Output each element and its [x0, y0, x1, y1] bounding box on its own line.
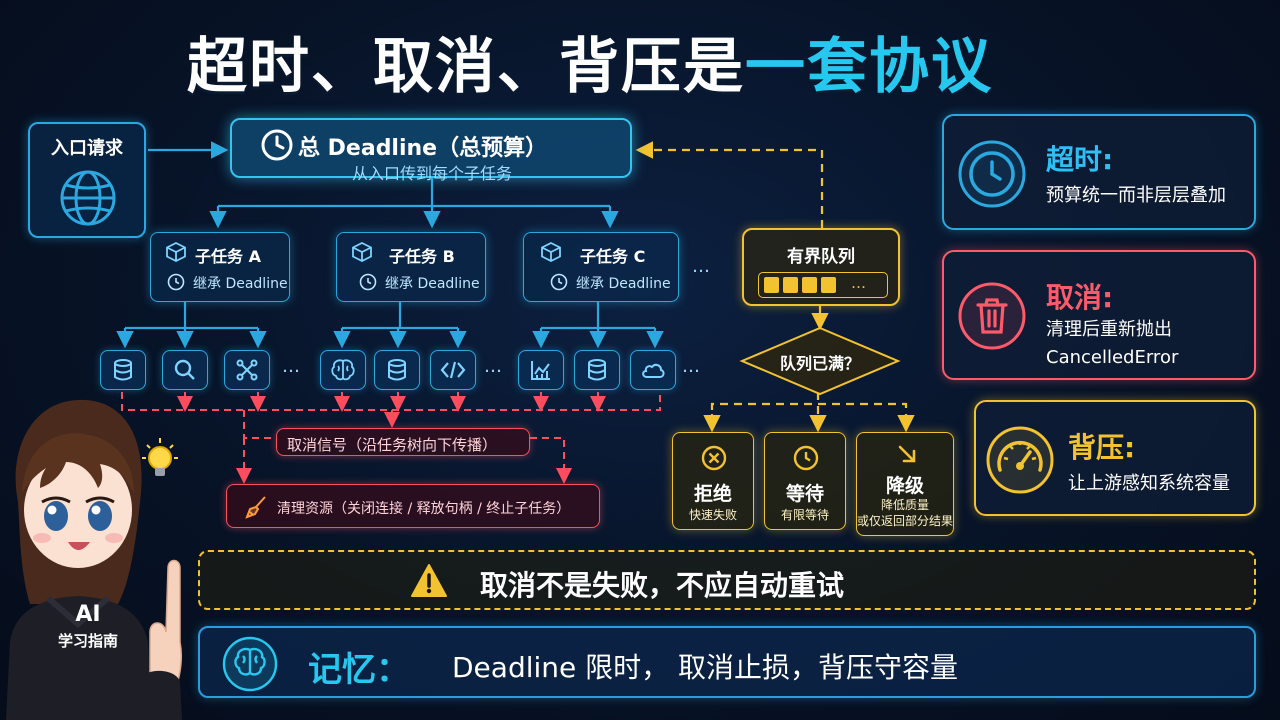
deadline-title: 总 Deadline（总预算）	[298, 136, 548, 161]
cube-icon	[541, 241, 561, 263]
cleanup-box: 清理资源（关闭连接 / 释放句柄 / 终止子任务）	[226, 484, 600, 528]
mascot-ai-label: AI	[75, 602, 101, 627]
cancel-signal-box: 取消信号（沿任务树向下传播）	[276, 428, 530, 456]
memory-title: 记忆：	[308, 650, 410, 690]
database-icon	[374, 350, 420, 390]
warning-bar: 取消不是失败，不应自动重试	[198, 550, 1256, 610]
warning-text: 取消不是失败，不应自动重试	[480, 569, 845, 602]
page-title: 超时、取消、背压是一套协议	[0, 18, 1180, 105]
reject-option: 拒绝 快速失败	[672, 432, 754, 530]
card-desc: 清理后重新抛出 CancelledError	[1046, 319, 1179, 368]
backpressure-card: 背压: 让上游感知系统容量	[974, 400, 1256, 516]
trash-icon	[958, 282, 1026, 350]
subtask-inherit: 继承 Deadline	[385, 276, 480, 292]
globe-icon	[60, 170, 116, 226]
subtask-inherit: 继承 Deadline	[576, 276, 671, 292]
clock-icon	[550, 273, 568, 291]
deadline-subtitle: 从入口传到每个子任务	[352, 164, 513, 183]
card-title: 背压:	[1068, 431, 1136, 464]
tools-b-ellipsis: …	[484, 356, 504, 377]
clock-icon	[261, 129, 293, 161]
deadline-node: 总 Deadline（总预算） 从入口传到每个子任务	[230, 118, 632, 183]
option-title: 降级	[885, 475, 924, 497]
queue-slot	[783, 277, 798, 293]
card-title: 取消:	[1046, 281, 1114, 314]
subtask-title: 子任务 C	[580, 247, 646, 266]
lightbulb-icon	[142, 438, 178, 476]
database-icon	[100, 350, 146, 390]
cleanup-label: 清理资源（关闭连接 / 释放句柄 / 终止子任务）	[277, 501, 571, 517]
broom-icon	[245, 496, 266, 519]
database-icon	[574, 350, 620, 390]
queue-full-label: 队列已满？	[779, 354, 860, 373]
timeout-card: 超时: 预算统一而非层层叠加	[942, 114, 1256, 230]
brain-icon	[320, 350, 366, 390]
queue-full-diamond	[739, 326, 901, 396]
queue-slot	[764, 277, 779, 293]
subtask-b-node: 子任务 B 继承 Deadline	[336, 232, 486, 302]
card-desc: 预算统一而非层层叠加	[1046, 185, 1226, 206]
subtask-a-node: 子任务 A 继承 Deadline	[150, 232, 290, 302]
title-accent: 一套协议	[745, 32, 993, 102]
arrow-down-right-icon	[898, 445, 916, 463]
option-sub: 有限等待	[780, 508, 829, 522]
option-title: 拒绝	[693, 483, 732, 505]
cloud-icon	[630, 350, 676, 390]
x-circle-icon	[701, 445, 727, 471]
queue-title: 有界队列	[787, 247, 855, 267]
subtask-title: 子任务 B	[389, 247, 455, 266]
card-title: 超时:	[1046, 143, 1114, 176]
cube-icon	[352, 241, 372, 263]
clock-icon	[958, 140, 1026, 208]
cube-icon	[166, 241, 186, 263]
search-icon	[162, 350, 208, 390]
title-main: 超时、取消、背压是	[187, 32, 745, 102]
brain-icon	[222, 636, 278, 692]
option-sub: 快速失败	[688, 508, 737, 522]
degrade-option: 降级 降低质量 或仅返回部分结果	[856, 432, 954, 536]
chart-icon	[518, 350, 564, 390]
memory-text: Deadline 限时， 取消止损，背压守容量	[452, 651, 959, 684]
queue-slot	[802, 277, 817, 293]
mascot-guide-label: 学习指南	[57, 632, 118, 650]
memory-bar: 记忆： Deadline 限时， 取消止损，背压守容量	[198, 626, 1256, 698]
option-sub: 降低质量 或仅返回部分结果	[857, 498, 954, 528]
gauge-icon	[986, 426, 1054, 494]
card-desc: 让上游感知系统容量	[1068, 473, 1230, 494]
clock-icon	[167, 273, 185, 291]
warning-icon	[411, 564, 447, 597]
network-icon	[224, 350, 270, 390]
tools-c-ellipsis: …	[682, 356, 702, 377]
queue-slots: …	[758, 272, 888, 298]
entry-request-node: 入口请求	[28, 122, 146, 238]
clock-icon	[793, 445, 819, 471]
subtask-inherit: 继承 Deadline	[193, 276, 288, 292]
subtask-ellipsis: …	[692, 256, 712, 277]
cancel-card: 取消: 清理后重新抛出 CancelledError	[942, 250, 1256, 380]
clock-icon	[359, 273, 377, 291]
code-icon	[430, 350, 476, 390]
queue-slot	[821, 277, 836, 293]
queue-ellipsis: …	[851, 274, 866, 292]
subtask-title: 子任务 A	[195, 247, 261, 266]
bounded-queue-node: 有界队列 …	[742, 228, 900, 306]
tools-a-ellipsis: …	[282, 356, 302, 377]
mascot-illustration	[6, 399, 182, 720]
cancel-signal-label: 取消信号（沿任务树向下传播）	[287, 436, 498, 454]
entry-label: 入口请求	[51, 138, 123, 159]
option-title: 等待	[785, 483, 824, 505]
subtask-c-node: 子任务 C 继承 Deadline	[523, 232, 679, 302]
wait-option: 等待 有限等待	[764, 432, 846, 530]
